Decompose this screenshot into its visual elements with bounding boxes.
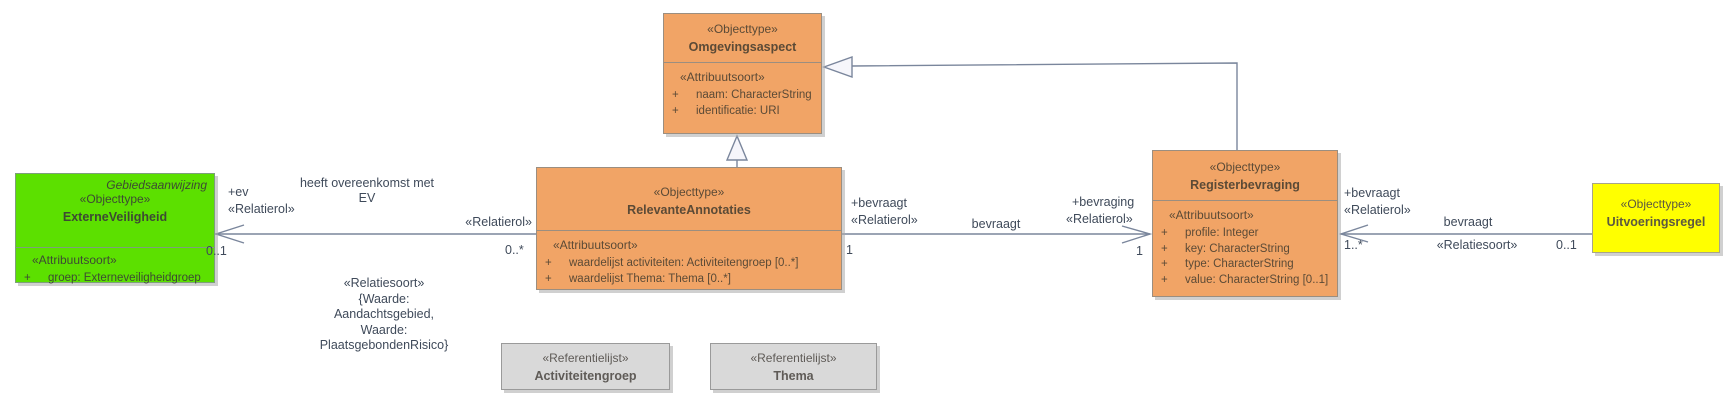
open-arrow-icon	[1121, 225, 1153, 244]
hollow-triangle-icon	[821, 56, 853, 78]
visibility-marker: +	[1161, 273, 1168, 286]
class-name: Registerbevraging	[1190, 178, 1300, 192]
role-label-bevraagt: +bevraagt	[1344, 186, 1400, 200]
multiplicity-label: 1..*	[1344, 238, 1363, 252]
relation-constraint-label: «Relatiesoort» {Waarde: Aandachtsgebied,…	[319, 276, 449, 352]
attribute-text: identificatie: URI	[696, 104, 780, 117]
attribute-row: + key: CharacterString	[1161, 242, 1333, 258]
attribute-row: + groep: Externeveiligheidgroep	[24, 271, 210, 287]
attribute-row: + waardelijst activiteiten: Activiteiten…	[545, 256, 837, 272]
class-name: Uitvoeringsregel	[1606, 215, 1706, 229]
class-box-registerbevraging[interactable]: «Objecttype» Registerbevraging «Attribuu…	[1152, 150, 1338, 297]
multiplicity-label: 1	[846, 243, 853, 257]
association-name-label: bevraagt	[971, 217, 1021, 231]
class-stereotype: «Referentielijst»	[750, 351, 837, 365]
supertype-label: Gebiedsaanwijzing	[106, 178, 207, 192]
attribute-text: key: CharacterString	[1185, 242, 1290, 255]
role-stereotype-label: «Relatierol»	[228, 202, 295, 216]
role-label-ev: +ev	[228, 185, 249, 199]
open-arrow-icon	[213, 224, 245, 244]
referencelist-box-thema[interactable]: «Referentielijst» Thema	[710, 343, 877, 390]
role-stereotype-label: «Relatierol»	[1344, 203, 1411, 217]
class-name: ExterneVeiligheid	[62, 210, 168, 224]
class-name: Thema	[773, 369, 814, 383]
multiplicity-label: 1	[1136, 244, 1143, 258]
multiplicity-label: 0..*	[505, 243, 524, 257]
attribute-text: profile: Integer	[1185, 227, 1259, 239]
attribute-row: + value: CharacterString [0..1]	[1161, 273, 1333, 289]
attribute-text: type: CharacterString	[1185, 258, 1294, 270]
attribute-text: waardelijst activiteiten: Activiteitengr…	[569, 257, 799, 269]
visibility-marker: +	[1161, 258, 1168, 270]
multiplicity-label: 0..1	[206, 244, 227, 258]
attribute-stereotype: «Attribuutsoort»	[1169, 208, 1254, 222]
class-stereotype: «Objecttype»	[1620, 197, 1692, 211]
generalization-line-registerbevraging	[851, 62, 1238, 150]
class-stereotype: «Objecttype»	[1209, 160, 1281, 174]
attribute-row: + naam: CharacterString	[672, 88, 817, 104]
attribute-text: naam: CharacterString	[696, 89, 812, 101]
class-box-uitvoeringsregel[interactable]: «Objecttype» Uitvoeringsregel	[1592, 183, 1720, 253]
class-stereotype: «Objecttype»	[79, 192, 151, 206]
association-name-label: heeft overeenkomst met EV	[299, 176, 435, 205]
attribute-text: value: CharacterString [0..1]	[1185, 273, 1329, 286]
association-name-label: bevraagt	[1443, 215, 1493, 229]
visibility-marker: +	[1161, 227, 1168, 239]
visibility-marker: +	[545, 272, 552, 285]
visibility-marker: +	[545, 257, 552, 269]
referencelist-box-activiteitengroep[interactable]: «Referentielijst» Activiteitengroep	[501, 343, 670, 390]
visibility-marker: +	[672, 104, 679, 117]
class-box-relevanteannotaties[interactable]: «Objecttype» RelevanteAnnotaties «Attrib…	[536, 167, 842, 290]
multiplicity-label: 0..1	[1556, 238, 1577, 252]
attribute-row: + waardelijst Thema: Thema [0..*]	[545, 272, 837, 288]
role-label-bevraagt: +bevraagt	[851, 196, 907, 210]
attribute-row: + identificatie: URI	[672, 104, 817, 120]
attribute-stereotype: «Attribuutsoort»	[680, 70, 765, 84]
class-box-externeveiligheid[interactable]: Gebiedsaanwijzing «Objecttype» ExterneVe…	[15, 173, 215, 284]
attribute-stereotype: «Attribuutsoort»	[553, 238, 638, 252]
visibility-marker: +	[24, 272, 31, 284]
attribute-row: + profile: Integer	[1161, 226, 1333, 242]
relation-stereotype-label: «Relatiesoort»	[1436, 238, 1518, 252]
attribute-text: groep: Externeveiligheidgroep	[48, 272, 201, 284]
role-stereotype-label: «Relatierol»	[465, 215, 532, 229]
class-box-omgevingsaspect[interactable]: «Objecttype» Omgevingsaspect «Attribuuts…	[663, 13, 822, 134]
class-name: RelevanteAnnotaties	[627, 203, 751, 217]
attribute-text: waardelijst Thema: Thema [0..*]	[569, 272, 731, 285]
role-label-bevraging: +bevraging	[1072, 195, 1135, 209]
attribute-stereotype: «Attribuutsoort»	[32, 253, 117, 267]
class-stereotype: «Objecttype»	[707, 22, 778, 36]
class-name: Omgevingsaspect	[688, 40, 797, 54]
open-arrow-icon	[1338, 224, 1369, 243]
visibility-marker: +	[672, 89, 679, 101]
class-stereotype: «Referentielijst»	[542, 351, 629, 365]
class-name: Activiteitengroep	[534, 369, 637, 383]
attribute-row: + type: CharacterString	[1161, 257, 1333, 273]
hollow-triangle-icon	[725, 134, 749, 161]
role-stereotype-label: «Relatierol»	[1066, 212, 1133, 226]
class-stereotype: «Objecttype»	[653, 185, 725, 199]
visibility-marker: +	[1161, 242, 1168, 255]
role-stereotype-label: «Relatierol»	[851, 213, 918, 227]
